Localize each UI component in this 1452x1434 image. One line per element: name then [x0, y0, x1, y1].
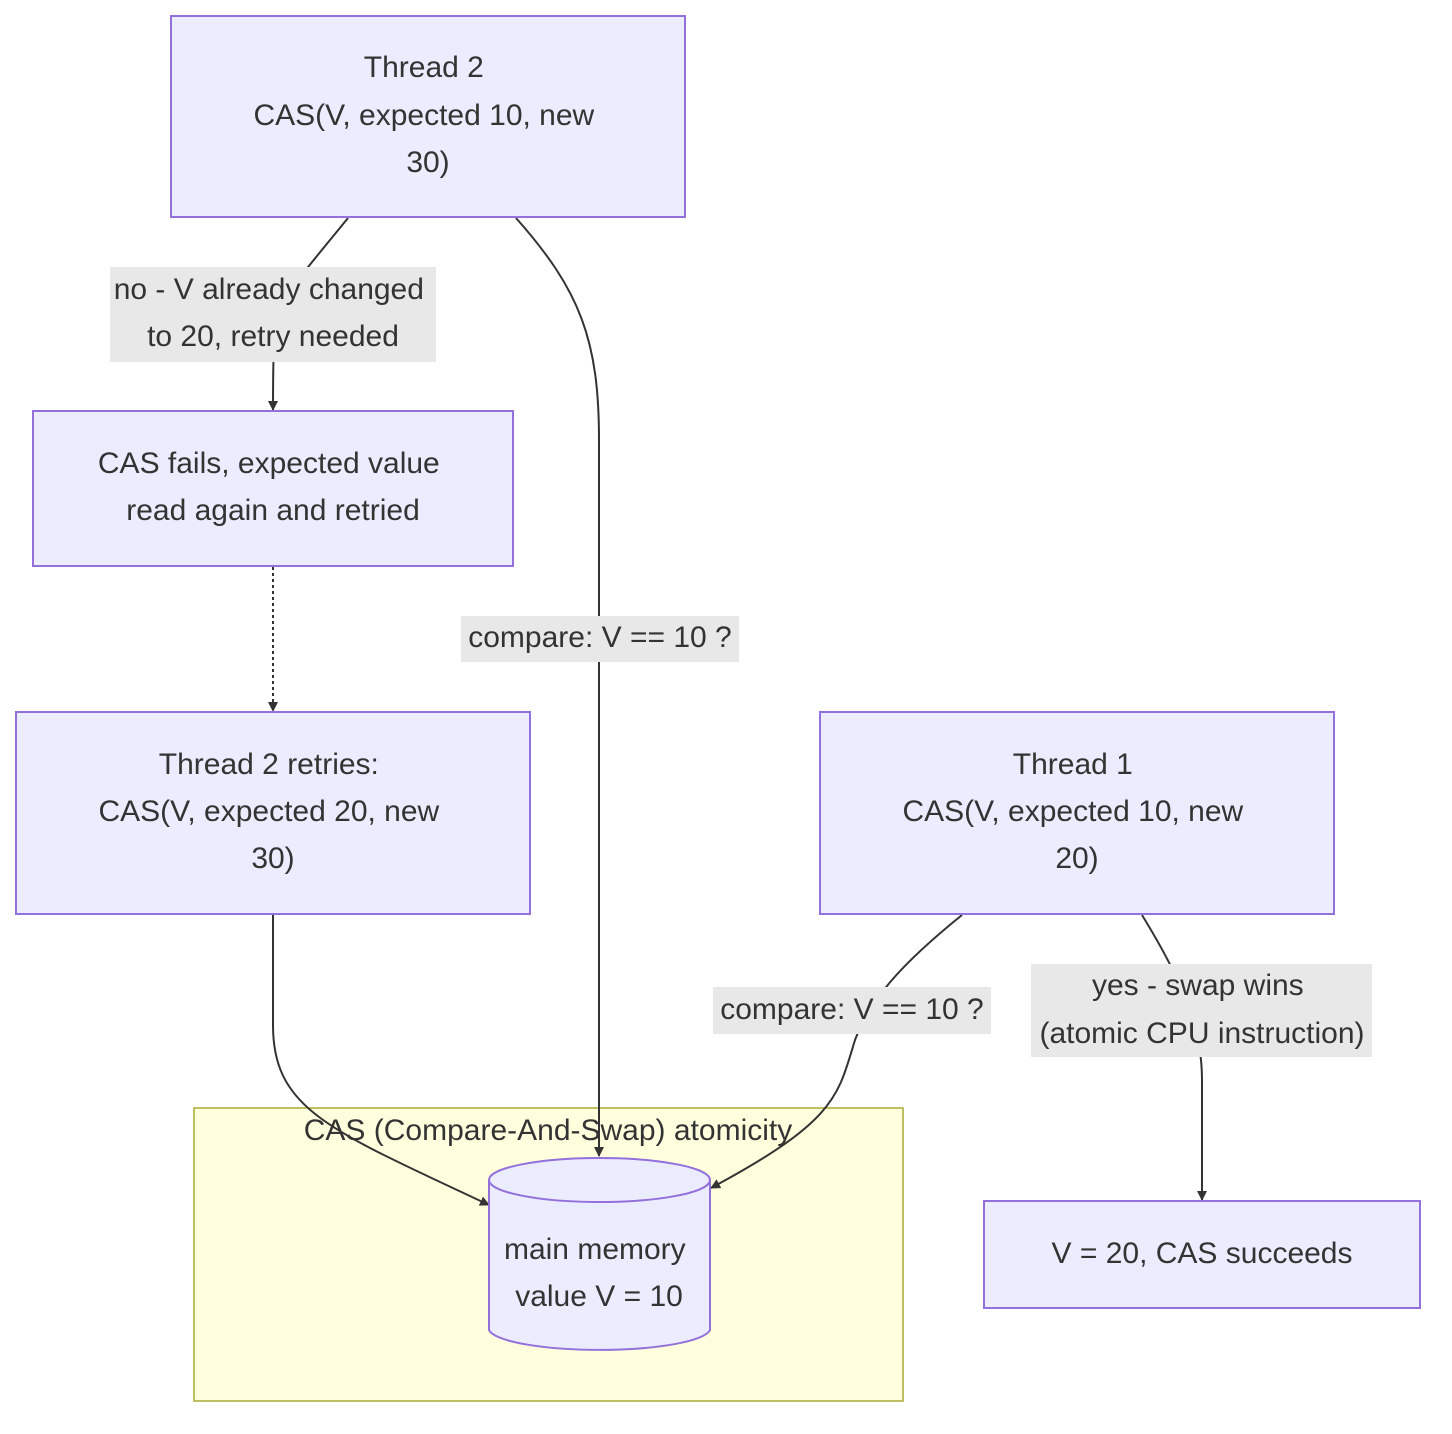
node-thread1: Thread 1 CAS(V, expected 10, new 20): [902, 748, 1251, 875]
node-cas-fails-line: CAS fails, expected value: [98, 447, 440, 480]
node-thread2-retry-line: 30): [251, 842, 294, 875]
node-thread2-line: Thread 2: [364, 51, 484, 84]
edge-thread1-to-memory: [710, 914, 963, 1189]
memory-cylinder-top: [488, 1157, 711, 1203]
node-thread1-line: CAS(V, expected 10, new: [902, 795, 1243, 828]
node-thread1-line: 20): [1055, 842, 1098, 875]
edge-retry-to-memory: [272, 915, 490, 1206]
node-cas-fails-line: read again and retried: [126, 494, 420, 527]
edge-label-t2-no: no - V already changed to 20, retry need…: [110, 267, 436, 362]
node-memory: main memory value V = 10: [504, 1233, 694, 1313]
node-thread2-box: [170, 15, 686, 218]
node-cas-success: V = 20, CAS succeeds: [1052, 1237, 1353, 1270]
node-cas-success-line: V = 20, CAS succeeds: [1052, 1237, 1353, 1270]
node-thread2-retry-box: [15, 711, 531, 915]
node-thread2: Thread 2 CAS(V, expected 10, new 30): [253, 51, 602, 179]
node-memory-line: value V = 10: [515, 1280, 683, 1313]
edge-label-t1-compare-bg: [713, 987, 991, 1034]
edge-label-t2-compare: compare: V == 10 ?: [461, 616, 739, 662]
edge-thread1-to-success: [1141, 914, 1207, 1201]
node-thread1-box: [819, 711, 1335, 915]
node-cas-success-box: [983, 1200, 1421, 1309]
edge-label-t1-compare-text: compare: V == 10 ?: [720, 993, 984, 1026]
node-thread2-line: 30): [406, 146, 449, 179]
edge-label-t1-yes-text: yes - swap wins (atomic CPU instruction): [1039, 969, 1364, 1050]
group-title: CAS (Compare-And-Swap) atomicity: [304, 1114, 792, 1147]
node-memory-line: main memory: [504, 1233, 686, 1266]
edge-label-line: no - V already changed: [114, 273, 424, 306]
node-cas-fails-box: [32, 410, 514, 567]
edge-label-t2-compare-bg: [461, 616, 739, 662]
edge-label-t2-no-text: no - V already changed to 20, retry need…: [114, 273, 433, 353]
memory-cylinder: [488, 1157, 711, 1351]
node-thread2-retry: Thread 2 retries: CAS(V, expected 20, ne…: [98, 748, 447, 875]
edge-label-line: yes - swap wins: [1092, 969, 1304, 1002]
edge-label-t1-yes-bg: [1031, 964, 1372, 1057]
edge-thread2-to-memory: [515, 217, 604, 1157]
node-thread2-retry-line: Thread 2 retries:: [159, 748, 379, 781]
node-thread1-line: Thread 1: [1013, 748, 1133, 781]
node-thread2-retry-line: CAS(V, expected 20, new: [98, 795, 439, 828]
memory-cylinder-body: [488, 1180, 711, 1351]
edge-label-line: compare: V == 10 ?: [720, 993, 984, 1026]
edge-label-line: to 20, retry needed: [147, 320, 399, 353]
edge-label-line: (atomic CPU instruction): [1039, 1017, 1364, 1050]
edge-label-t2-compare-text: compare: V == 10 ?: [468, 621, 732, 654]
node-thread2-line: CAS(V, expected 10, new: [253, 99, 594, 132]
edge-label-line: compare: V == 10 ?: [468, 621, 732, 654]
edge-label-t1-yes: yes - swap wins (atomic CPU instruction): [1031, 964, 1372, 1057]
edge-label-t1-compare: compare: V == 10 ?: [713, 987, 991, 1034]
edge-label-t2-no-bg: [110, 267, 436, 362]
node-cas-fails: CAS fails, expected value read again and…: [98, 447, 448, 527]
